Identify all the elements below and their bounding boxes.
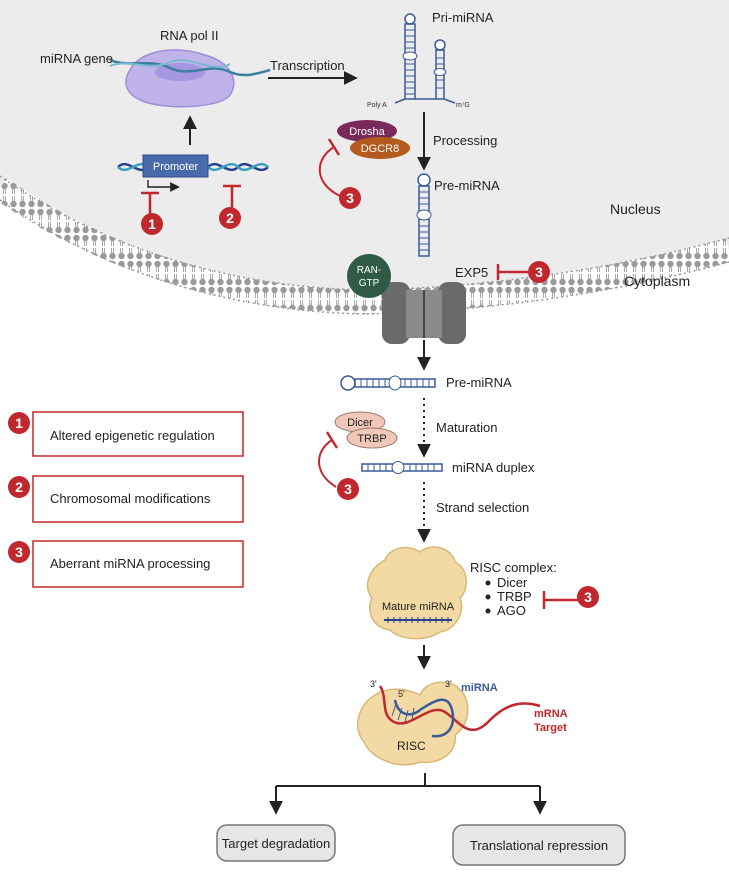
mirna-target-label: miRNA <box>461 682 498 694</box>
strand-selection-label: Strand selection <box>436 500 529 515</box>
legend-number-1: 1 <box>15 415 23 431</box>
poly-a-label: Poly A <box>367 102 387 109</box>
legend-marker-3 <box>8 541 30 563</box>
inhibitor-drosha: 3 <box>318 138 361 209</box>
legend-box-2 <box>32 475 244 523</box>
legend-box-1 <box>32 411 244 457</box>
mrna-target-strand <box>378 685 541 732</box>
transcription-label: Transcription <box>270 58 345 73</box>
pre-mirna-cytoplasmic <box>340 375 436 391</box>
promoter-label: Promoter <box>153 161 199 173</box>
maturation-label: Maturation <box>436 420 497 435</box>
dicer-label: Dicer <box>347 417 373 429</box>
risc-component-ago: AGO <box>497 603 526 618</box>
inhibitor-dicer: 3 <box>318 431 359 500</box>
three-prime-right: 3' <box>445 679 452 689</box>
ran-label-line2: GTP <box>359 278 380 289</box>
risc-label: RISC <box>397 739 426 753</box>
pre-mirna-nuclear-label: Pre-miRNA <box>434 178 500 193</box>
trbp-label: TRBP <box>357 433 386 445</box>
legend-text-1: Altered epigenetic regulation <box>50 428 215 443</box>
outcome-translational-repression: Translational repression <box>470 838 608 853</box>
rna-polymerase <box>109 49 271 108</box>
pri-mirna-label: Pri-miRNA <box>432 10 494 25</box>
ran-label-line1: RAN- <box>357 265 381 276</box>
marker-1-number: 1 <box>148 216 156 232</box>
legend: 1 Altered epigenetic regulation 2 Chromo… <box>8 411 244 588</box>
legend-text-2: Chromosomal modifications <box>50 491 211 506</box>
inhibitor-chromosomal: 2 <box>219 184 241 229</box>
outcome-target-degradation-box <box>216 824 336 862</box>
pre-mirna-cytoplasmic-label: Pre-miRNA <box>446 375 512 390</box>
ran-gtp <box>347 254 391 298</box>
pri-mirna-structure <box>394 13 456 104</box>
tss-arrow <box>147 180 180 192</box>
risc-complex-blob <box>366 546 467 640</box>
legend-number-3: 3 <box>15 544 23 560</box>
promoter-box <box>142 154 209 178</box>
marker-3-risc: 3 <box>584 589 592 605</box>
trbp-protein <box>346 427 398 449</box>
legend-marker-2 <box>8 476 30 498</box>
marker-2-top <box>219 207 241 229</box>
exp5-label: EXP5 <box>455 265 488 280</box>
legend-text-3: Aberrant miRNA processing <box>50 556 210 571</box>
marker-3-exp5: 3 <box>535 264 543 280</box>
mirna-duplex <box>361 461 443 474</box>
legend-box-3 <box>32 540 244 588</box>
rna-pol-label: RNA pol II <box>160 28 219 43</box>
marker-1-top <box>141 213 163 235</box>
processing-label: Processing <box>433 133 497 148</box>
dgcr8-label: DGCR8 <box>361 143 400 155</box>
nucleus-label: Nucleus <box>610 201 661 217</box>
dgcr8-protein <box>350 137 410 159</box>
nuclear-pore <box>382 282 466 344</box>
mirna-guide-strand <box>393 698 455 738</box>
mirna-gene-label: miRNA gene <box>40 51 113 66</box>
risc-bullet-2 <box>485 594 491 600</box>
outcome-translational-repression-box <box>452 824 626 866</box>
five-prime-label: 5' <box>398 689 405 699</box>
inhibitor-risc: 3 <box>542 586 599 609</box>
risc-bullet-1 <box>485 580 491 586</box>
pre-mirna-nuclear <box>416 173 432 257</box>
pairing-lines <box>391 703 415 723</box>
marker-3-dicer: 3 <box>344 481 352 497</box>
risc-title: RISC complex: <box>470 560 557 575</box>
cap-label: m⁷G <box>456 102 470 109</box>
legend-number-2: 2 <box>15 479 23 495</box>
duplex-label: miRNA duplex <box>452 460 535 475</box>
mrna-label-line2: Target <box>534 722 567 734</box>
cytoplasm-label: Cytoplasm <box>624 273 690 289</box>
mature-mirna-strand <box>384 617 452 623</box>
risc-component-trbp: TRBP <box>497 589 532 604</box>
drosha-label: Drosha <box>349 126 385 138</box>
drosha-protein <box>337 120 397 142</box>
outcome-target-degradation: Target degradation <box>222 836 330 851</box>
risc-bullet-3 <box>485 608 491 614</box>
mrna-label-line1: mRNA <box>534 708 568 720</box>
inhibitor-epigenetic: 1 <box>141 191 163 235</box>
marker-3-drosha: 3 <box>346 190 354 206</box>
marker-2-number: 2 <box>226 210 234 226</box>
outcome-branch <box>269 773 547 815</box>
inhibitor-exp5: 3 <box>496 261 550 283</box>
risc-component-dicer: Dicer <box>497 575 528 590</box>
mature-mirna-label: Mature miRNA <box>382 601 455 613</box>
three-prime-left: 3' <box>370 679 377 689</box>
legend-marker-1 <box>8 412 30 434</box>
